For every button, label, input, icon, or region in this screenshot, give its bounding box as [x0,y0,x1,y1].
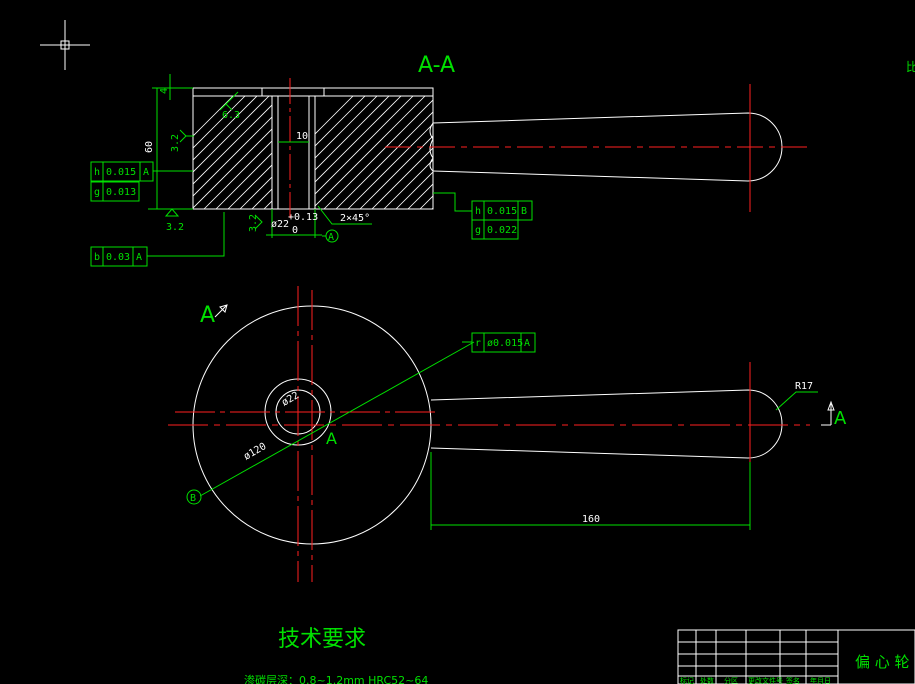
dim-bore-dia: ø22 +0.13 0 [266,209,322,238]
svg-text:A: A [136,252,142,263]
svg-text:+0.13: +0.13 [288,212,318,223]
plan-centerlines [168,286,810,582]
svg-text:签名: 签名 [786,676,800,684]
svg-text:A: A [326,429,337,448]
datum-b: B [186,489,202,505]
tol-frame-left-bottom: b 0.03 A [90,212,225,267]
view-marker-left: A [200,303,228,328]
svg-text:3.2: 3.2 [248,214,259,232]
svg-text:g: g [94,187,100,198]
svg-text:r: r [475,338,481,349]
dim-height: 60 [144,87,193,210]
svg-text:4: 4 [159,88,170,94]
svg-text:R17: R17 [795,381,813,392]
svg-text:ø22: ø22 [271,219,289,230]
datum-a-section: A [322,229,339,243]
dim-chamfer: 2×45° [317,205,372,225]
svg-text:0.013: 0.013 [106,187,136,198]
svg-text:0.015: 0.015 [106,167,136,178]
svg-text:60: 60 [144,141,155,153]
roughness-left: 3.2 [170,129,194,152]
title-block: 标记 处数 分区 更改文件号 签名 年月日 偏 心 轮 [677,629,915,684]
svg-text:2×45°: 2×45° [340,213,370,224]
tol-frame-right-top: h 0.015 B [433,192,533,221]
tol-frame-right-bottom: g 0.022 [471,219,519,240]
svg-text:0.022: 0.022 [487,225,517,236]
svg-text:标记: 标记 [680,676,694,684]
svg-text:分区: 分区 [724,676,738,684]
hatch-left [193,96,272,209]
svg-text:0.015: 0.015 [487,206,517,217]
svg-text:h: h [475,206,481,217]
datum-a-plan: A [326,429,337,448]
section-centerlines [289,78,810,222]
roughness-top: 6.3 [219,91,240,121]
plan-handle [430,389,783,459]
roughness-bore: 3.2 [248,214,263,232]
section-label: A-A [418,53,455,78]
title-block-title: 偏 心 轮 [855,653,910,671]
svg-text:B: B [521,206,527,217]
svg-text:b: b [94,252,100,263]
svg-text:A: A [328,232,334,243]
dim-outer-dia: ø120 [199,341,475,497]
svg-text:A: A [834,408,847,429]
tol-frame-left-mid: g 0.013 [90,181,140,202]
svg-text:10: 10 [296,131,308,142]
tol-frame-left-top: h 0.015 A [90,161,193,182]
svg-text:年月日: 年月日 [810,676,831,684]
dim-length: 160 [430,452,751,530]
dim-radius: R17 [775,381,818,411]
svg-text:ø0.015: ø0.015 [487,338,523,349]
svg-text:A: A [524,338,530,349]
svg-text:3.2: 3.2 [166,222,184,233]
roughness-bottom: 3.2 [148,208,190,233]
view-marker-right: A [821,400,847,429]
svg-text:处数: 处数 [700,676,714,684]
svg-text:160: 160 [582,514,600,525]
svg-text:更改文件号: 更改文件号 [748,676,783,684]
svg-text:h: h [94,167,100,178]
svg-text:A: A [200,303,215,328]
svg-text:A: A [143,167,149,178]
hatch-right [315,96,433,209]
crosshair-cursor[interactable] [40,20,90,70]
tech-req-line1: 渗碳层深：0.8~1.2mm HRC52~64 [244,673,428,684]
svg-text:0.03: 0.03 [106,252,130,263]
dim-top-thickness: 4 [159,74,171,100]
svg-text:6.3: 6.3 [222,110,240,121]
svg-text:B: B [190,493,196,504]
tol-frame-circle: r ø0.015 A [462,332,536,353]
svg-text:3.2: 3.2 [170,134,181,152]
edge-char: 比 [906,60,915,74]
svg-text:g: g [475,225,481,236]
svg-text:0: 0 [292,225,298,236]
dim-bore-width: 10 [278,131,309,143]
tech-req-title: 技术要求 [278,627,366,652]
